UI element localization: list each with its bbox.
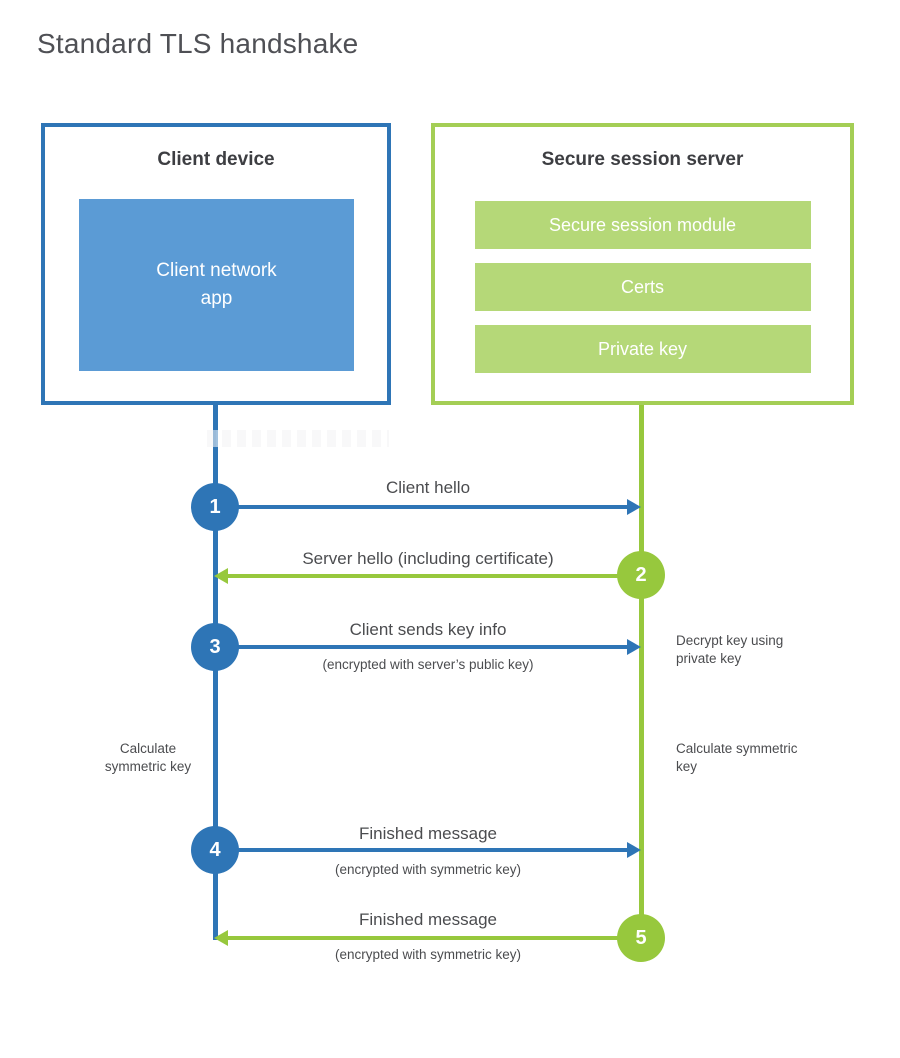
step-circle-5: 5 xyxy=(617,914,665,962)
msg5-arrow-line xyxy=(228,936,641,940)
server-module-certs: Certs xyxy=(474,263,811,311)
msg5-sublabel: (encrypted with symmetric key) xyxy=(334,947,522,962)
decrypt-key-note: Decrypt key using private key xyxy=(676,633,784,666)
faint-watermark-artifact xyxy=(207,430,389,447)
msg2-arrow-line xyxy=(228,574,641,578)
step-circle-4: 4 xyxy=(191,826,239,874)
client-lifeline xyxy=(213,405,218,940)
client-device-box: Client device Client network app xyxy=(41,123,391,405)
msg3-arrowhead-right-icon xyxy=(627,639,641,655)
msg5-label: Finished message xyxy=(359,910,497,929)
msg3-sublabel: (encrypted with server’s public key) xyxy=(322,657,534,672)
msg3-label: Client sends key info xyxy=(349,620,507,639)
msg4-sublabel: (encrypted with symmetric key) xyxy=(334,862,522,877)
msg4-label: Finished message xyxy=(359,824,497,843)
msg1-label: Client hello xyxy=(385,478,471,497)
msg1-arrow-line xyxy=(215,505,628,509)
server-module-secure-session: Secure session module xyxy=(474,201,811,249)
client-network-app-block: Client network app xyxy=(79,199,354,371)
msg2-arrowhead-left-icon xyxy=(214,568,228,584)
server-module-private-key: Private key xyxy=(474,325,811,373)
secure-session-server-box: Secure session server Secure session mod… xyxy=(431,123,854,405)
client-app-label-line1: Client network xyxy=(156,260,277,281)
msg3-arrow-line xyxy=(215,645,628,649)
server-title: Secure session server xyxy=(541,149,744,170)
client-calc-symmetric-key-note: Calculate symmetric key xyxy=(104,741,192,774)
step-circle-1: 1 xyxy=(191,483,239,531)
msg4-arrowhead-right-icon xyxy=(627,842,641,858)
client-device-title: Client device xyxy=(157,149,275,170)
server-calc-symmetric-key-note: Calculate symmetric key xyxy=(676,741,798,774)
msg1-arrowhead-right-icon xyxy=(627,499,641,515)
server-modules: Secure session module Certs Private key xyxy=(474,201,811,373)
step-circle-3: 3 xyxy=(191,623,239,671)
server-lifeline xyxy=(639,405,644,938)
client-app-label-line2: app xyxy=(200,288,233,309)
step-circle-2: 2 xyxy=(617,551,665,599)
msg2-label: Server hello (including certificate) xyxy=(302,549,554,568)
page-title: Standard TLS handshake xyxy=(37,28,359,59)
msg4-arrow-line xyxy=(215,848,628,852)
msg5-arrowhead-left-icon xyxy=(214,930,228,946)
